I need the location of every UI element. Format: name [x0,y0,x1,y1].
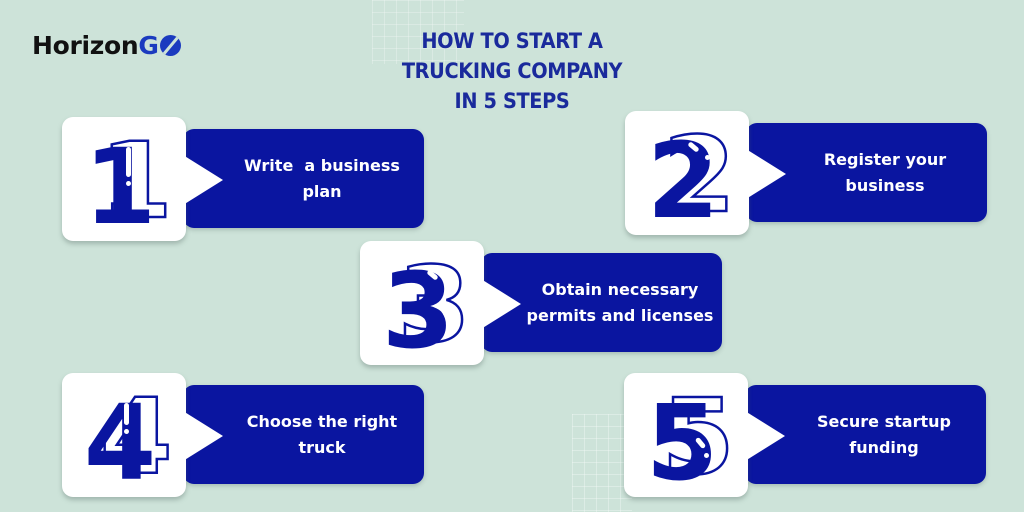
numeral-four-icon: 4 4 [83,375,174,497]
title-line: TRUCKING COMPANY [401,59,623,83]
pointer-arrow-icon [183,411,223,461]
highlight-dot [444,283,449,288]
highlight-dot [124,429,129,434]
step-label-box [481,253,722,352]
step-card-4: 4 4 Choose the right truck [62,373,424,497]
horizongo-logo: Horizon G [32,28,181,62]
numeral-two-icon: 2 2 [646,113,737,235]
highlight-stroke [126,147,131,177]
step-card-2: 2 2 Register your business [625,111,987,235]
step-number-tile: 3 3 [360,241,484,365]
step-label: Secure startup funding [817,411,951,457]
step-label-box [746,123,987,222]
highlight-stroke [124,403,129,425]
logo-g: G [138,30,159,60]
title-line: HOW TO START A [421,29,603,53]
step-card-5: 5 5 Secure startup funding [624,373,986,497]
step-label-box [183,385,424,484]
step-label: Register your business [823,149,947,195]
numeral-three-icon: 3 3 [381,243,472,365]
logo-slashed-o-icon [159,34,181,56]
highlight-dot [705,155,710,160]
step-number-tile: 2 2 [625,111,749,235]
highlight-dot [704,453,709,458]
step-card-3: 3 3 Obtain necessary permits and license… [360,241,722,365]
page-title: HOW TO START A TRUCKING COMPANY IN 5 STE… [345,26,680,116]
title-line: IN 5 STEPS [454,89,570,113]
step-label: Write a business plan [244,155,400,201]
numeral-one-icon: 1 1 [83,119,174,241]
step-label: Obtain necessary permits and licenses [526,279,714,325]
numeral-five-icon: 5 5 [645,375,736,497]
step-card-1: 1 1 Write a business plan [62,117,424,241]
pointer-arrow-icon [745,411,785,461]
pointer-arrow-icon [746,149,786,199]
step-number-tile: 4 4 [62,373,186,497]
pointer-arrow-icon [183,155,223,205]
step-label-box [183,129,424,228]
step-label-box [745,385,986,484]
pointer-arrow-icon [481,279,521,329]
highlight-dot [126,181,131,186]
step-label: Choose the right truck [246,411,398,457]
background-grid-pattern [572,414,632,512]
logo-wordmark: Horizon [32,30,139,60]
step-number-tile: 1 1 [62,117,186,241]
step-number-tile: 5 5 [624,373,748,497]
